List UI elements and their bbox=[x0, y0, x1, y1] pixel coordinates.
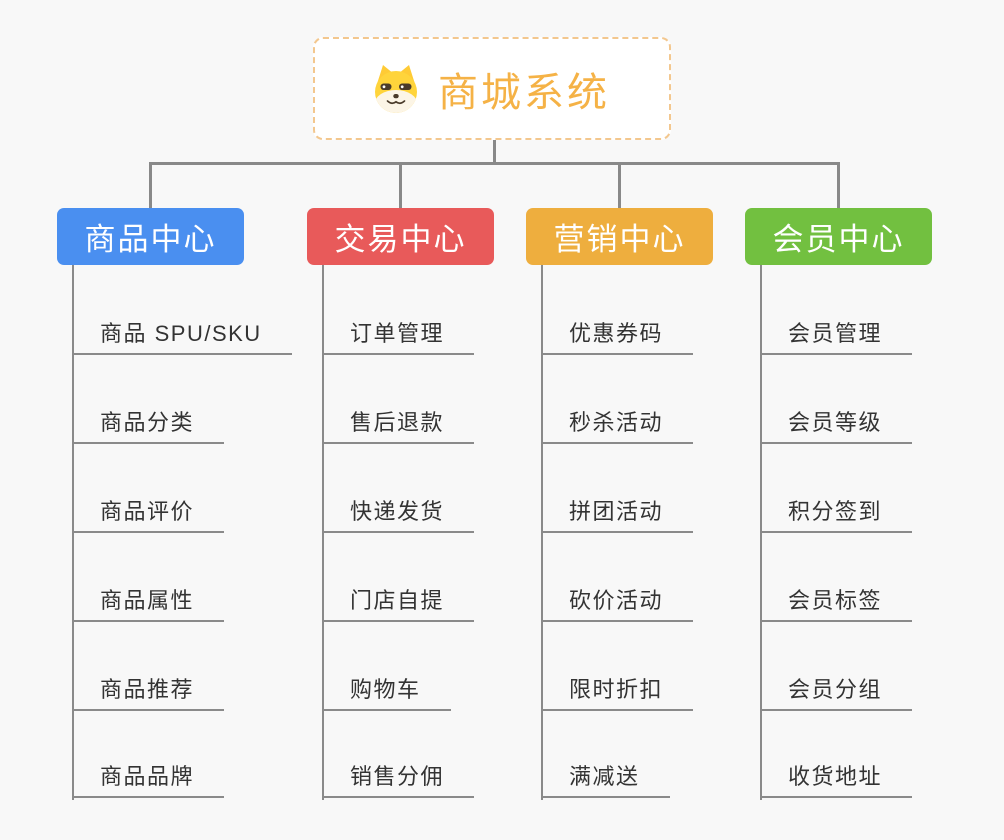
child-topic[interactable]: 收货地址 bbox=[760, 756, 913, 798]
child-topic[interactable]: 门店自提 bbox=[322, 580, 475, 622]
child-topic[interactable]: 商品品牌 bbox=[72, 756, 225, 798]
child-topic[interactable]: 商品评价 bbox=[72, 491, 225, 533]
child-topic[interactable]: 会员标签 bbox=[760, 580, 913, 622]
child-topic[interactable]: 会员管理 bbox=[760, 313, 913, 355]
child-topic[interactable]: 商品 SPU/SKU bbox=[72, 313, 292, 355]
child-topic[interactable]: 会员分组 bbox=[760, 669, 913, 711]
child-topic[interactable]: 满减送 bbox=[541, 756, 670, 798]
root-topic-title: 商城系统 bbox=[438, 70, 610, 115]
child-topic[interactable]: 限时折扣 bbox=[541, 669, 694, 711]
root-topic-node[interactable]: 商城系统 bbox=[313, 37, 671, 140]
branch-node-trade-center[interactable]: 交易中心 bbox=[307, 208, 494, 265]
connector-drop bbox=[618, 162, 621, 208]
child-topic[interactable]: 商品属性 bbox=[72, 580, 225, 622]
child-topic[interactable]: 会员等级 bbox=[760, 402, 913, 444]
branch-trade-center: 交易中心 订单管理 售后退款 快递发货 门店自提 购物车 销售分佣 bbox=[307, 208, 567, 808]
child-topic[interactable]: 售后退款 bbox=[322, 402, 475, 444]
connector-drop bbox=[837, 162, 840, 208]
connector-drop bbox=[399, 162, 402, 208]
child-topic[interactable]: 砍价活动 bbox=[541, 580, 694, 622]
child-topic[interactable]: 优惠券码 bbox=[541, 313, 694, 355]
child-topic[interactable]: 订单管理 bbox=[322, 313, 475, 355]
child-topic[interactable]: 购物车 bbox=[322, 669, 451, 711]
child-topic[interactable]: 秒杀活动 bbox=[541, 402, 694, 444]
branch-product-center: 商品中心 商品 SPU/SKU 商品分类 商品评价 商品属性 商品推荐 商品品牌 bbox=[57, 208, 317, 808]
connector-horizontal bbox=[149, 162, 840, 165]
branch-member-center: 会员中心 会员管理 会员等级 积分签到 会员标签 会员分组 收货地址 bbox=[745, 208, 1004, 808]
shiba-dog-icon bbox=[375, 64, 417, 113]
connector-drop bbox=[149, 162, 152, 208]
child-topic[interactable]: 商品分类 bbox=[72, 402, 225, 444]
branch-node-member-center[interactable]: 会员中心 bbox=[745, 208, 932, 265]
child-topic[interactable]: 商品推荐 bbox=[72, 669, 225, 711]
branch-marketing-center: 营销中心 优惠券码 秒杀活动 拼团活动 砍价活动 限时折扣 满减送 bbox=[526, 208, 786, 808]
branch-node-marketing-center[interactable]: 营销中心 bbox=[526, 208, 713, 265]
child-topic[interactable]: 拼团活动 bbox=[541, 491, 694, 533]
branch-node-product-center[interactable]: 商品中心 bbox=[57, 208, 244, 265]
child-topic[interactable]: 积分签到 bbox=[760, 491, 913, 533]
child-topic[interactable]: 快递发货 bbox=[322, 491, 475, 533]
connector-stem bbox=[493, 140, 496, 163]
child-topic[interactable]: 销售分佣 bbox=[322, 756, 475, 798]
